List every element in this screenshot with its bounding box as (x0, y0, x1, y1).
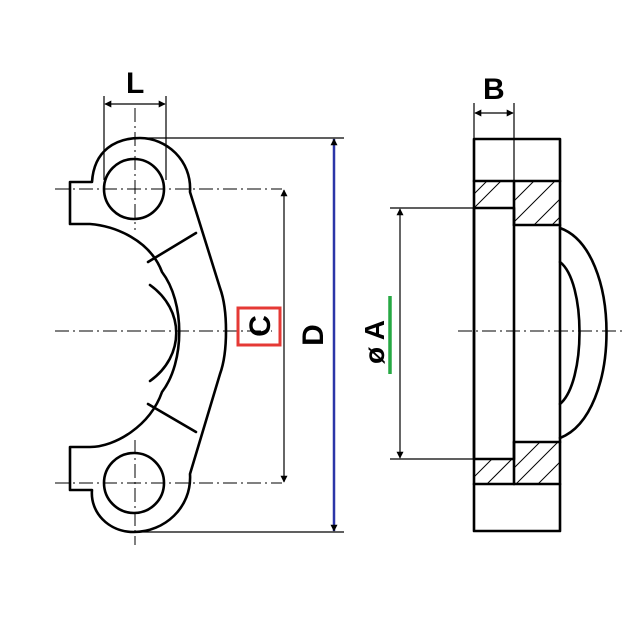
bottom-bolt-hole (102, 451, 166, 515)
c-label: C (244, 315, 277, 337)
upper-hatching (473, 180, 561, 226)
counterbore (472, 206, 516, 461)
d-label: D (297, 324, 330, 346)
c-highlight-box (236, 306, 282, 347)
dome-outer (558, 226, 608, 440)
side-view: B ø A (359, 73, 625, 533)
dome-inner (558, 260, 581, 406)
front-view: L C D (55, 67, 344, 545)
clamp-outline (68, 136, 228, 534)
a-label: ø A (359, 320, 390, 364)
lower-taper-line (146, 402, 198, 434)
lower-hatching (473, 441, 561, 485)
inner-bore-edge (148, 283, 178, 383)
upper-taper-line (146, 231, 198, 264)
b-label: B (483, 73, 505, 106)
l-label: L (126, 67, 144, 100)
top-bolt-hole (102, 157, 166, 221)
